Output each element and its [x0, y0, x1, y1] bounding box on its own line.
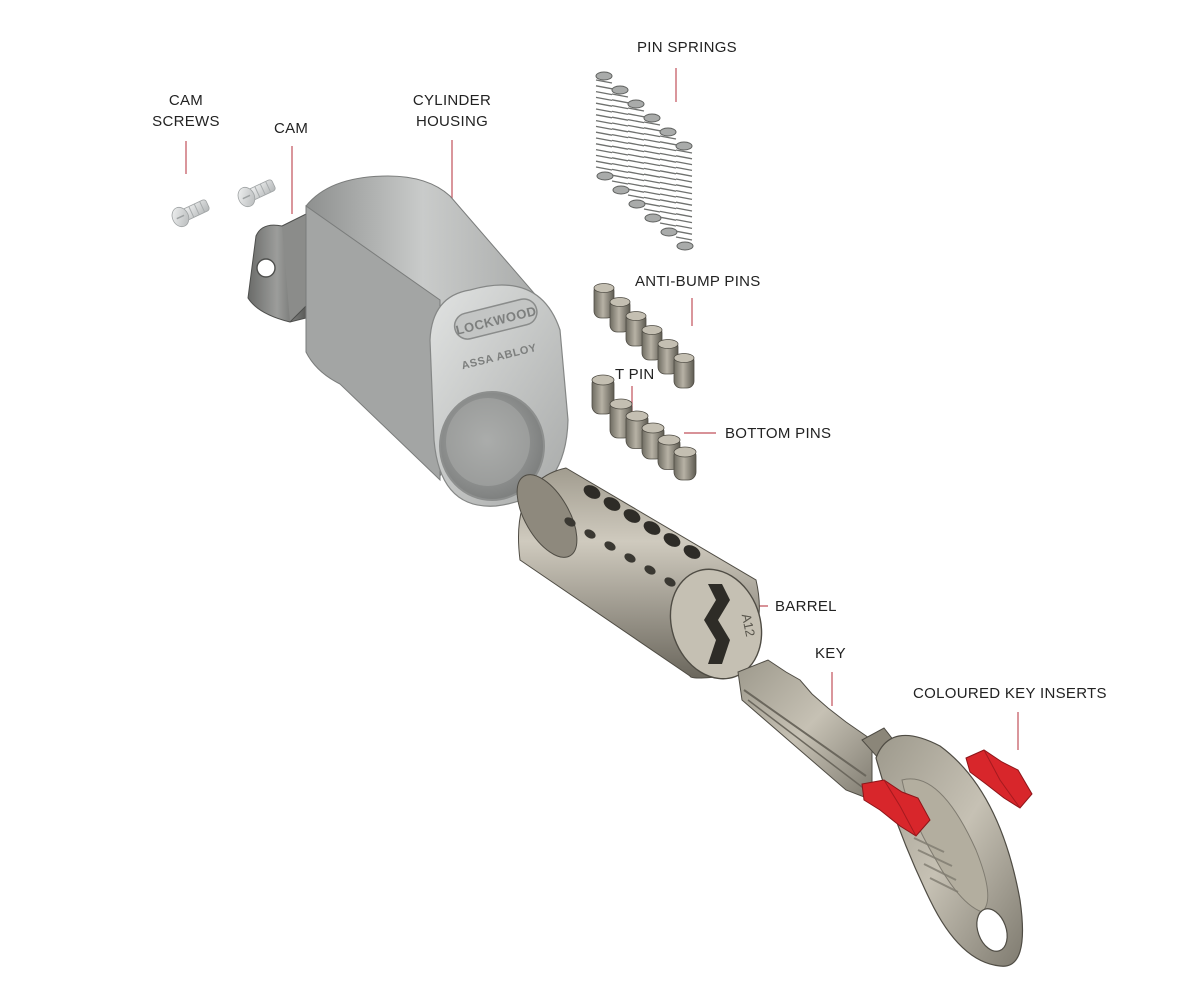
anti-bump-pin — [625, 311, 647, 347]
anti-bump-pins — [593, 283, 695, 389]
label-bottom-pins: BOTTOM PINS — [725, 425, 832, 442]
barrel-pin-hole — [624, 553, 636, 563]
label-cylinder-housing-line2: HOUSING — [415, 113, 489, 130]
label-barrel: BARREL — [775, 598, 837, 615]
label-cam-screws-line2: SCREWS — [152, 113, 220, 130]
label-cam: CAM — [274, 120, 309, 137]
anti-bump-pin — [609, 297, 631, 333]
bottom-pin — [673, 446, 697, 481]
coloured-key-insert-right — [965, 749, 1033, 809]
barrel-pin-hole — [603, 497, 621, 511]
pin-spring — [643, 113, 662, 223]
anti-bump-pin — [641, 325, 663, 361]
barrel-pin-hole — [623, 509, 641, 523]
label-key: KEY — [815, 645, 846, 662]
label-anti-bump-pins: ANTI-BUMP PINS — [635, 273, 761, 290]
key — [737, 659, 1024, 967]
barrel-pin-hole — [644, 565, 656, 575]
barrel-pin-hole — [584, 529, 596, 539]
cam-screw-2 — [237, 179, 276, 208]
anti-bump-pin — [673, 353, 695, 389]
barrel: A12 — [516, 467, 763, 680]
pin-spring — [659, 127, 678, 237]
pin-springs — [595, 71, 694, 251]
label-t-pin: T PIN — [615, 366, 655, 383]
pin-spring — [627, 99, 646, 209]
label-pin-springs: PIN SPRINGS — [637, 39, 737, 56]
label-cylinder-housing-line1: CYLINDER — [412, 92, 492, 109]
barrel-pin-hole — [643, 521, 661, 535]
leader-lines — [185, 68, 1019, 750]
cam-screw-1 — [171, 199, 210, 228]
label-cylinder-housing: CYLINDER HOUSING — [404, 90, 500, 132]
coloured-key-insert-left — [861, 779, 931, 837]
barrel-pin-hole — [583, 485, 601, 499]
pin-spring — [675, 141, 694, 251]
bottom-pins — [609, 398, 697, 481]
barrel-pin-hole — [683, 545, 701, 559]
pin-spring — [595, 71, 614, 181]
barrel-pin-hole — [604, 541, 616, 551]
barrel-pin-holes — [564, 485, 701, 587]
pin-spring — [611, 85, 630, 195]
anti-bump-pin — [593, 283, 615, 319]
barrel-pin-hole — [664, 577, 676, 587]
barrel-pin-hole — [663, 533, 681, 547]
t-pin — [591, 374, 615, 415]
cam — [247, 213, 313, 323]
cylinder-housing: LOCKWOOD ASSA ABLOY — [305, 175, 569, 507]
barrel-pin-hole — [564, 517, 576, 527]
label-cam-screws: CAM SCREWS — [150, 90, 222, 132]
label-cam-screws-line1: CAM — [168, 92, 204, 109]
label-coloured-key-inserts: COLOURED KEY INSERTS — [913, 685, 1107, 702]
barrel-marking: A12 — [739, 612, 758, 638]
